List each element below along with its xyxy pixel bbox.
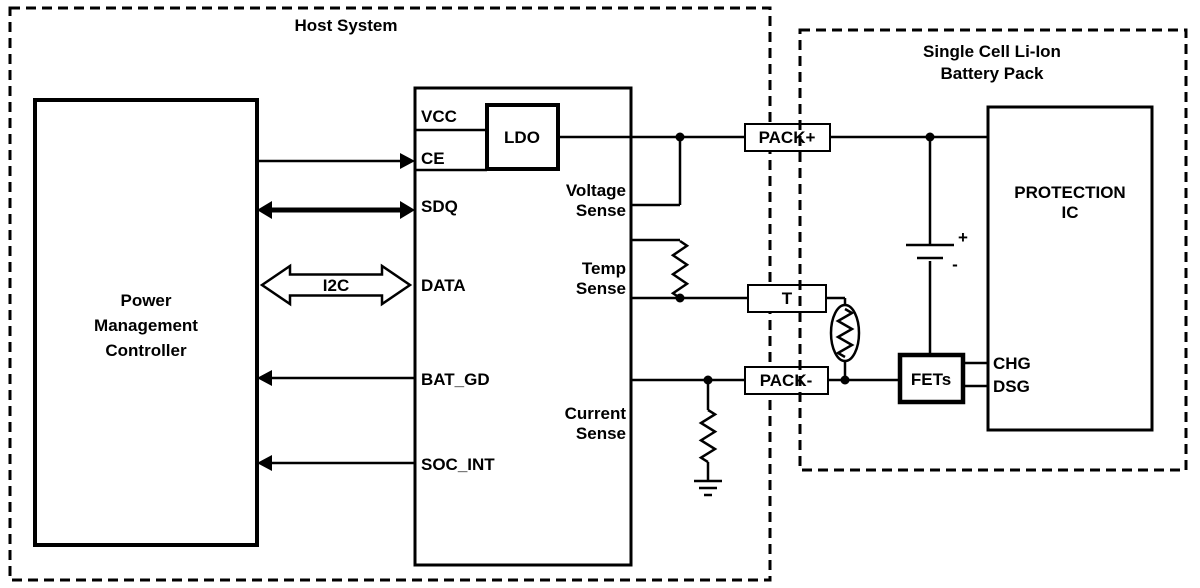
sdq-arrowhead-left bbox=[257, 201, 272, 219]
protection-ic-box bbox=[986, 105, 1154, 432]
bias-resistor-icon bbox=[670, 239, 690, 300]
ce-arrowhead bbox=[400, 153, 415, 169]
voltage-sense-label-line2: Sense bbox=[576, 201, 626, 220]
battery-pack-title-line2: Battery Pack bbox=[940, 64, 1044, 83]
thermistor-icon bbox=[829, 303, 861, 363]
junction-dot bbox=[703, 375, 713, 385]
cell-minus-label: - bbox=[952, 255, 958, 274]
pin-ce-label: CE bbox=[421, 149, 445, 168]
voltage-sense-label-line1: Voltage bbox=[566, 181, 626, 200]
pmc-label-line2: Management bbox=[94, 316, 198, 335]
pin-vcc-label: VCC bbox=[421, 107, 457, 126]
pin-sdq-label: SDQ bbox=[421, 197, 458, 216]
junction-dot bbox=[840, 375, 850, 385]
ce-arrow-icon bbox=[257, 153, 415, 169]
temp-terminal-label: T bbox=[782, 289, 793, 308]
pmc-box bbox=[33, 98, 259, 547]
pin-data-label: DATA bbox=[421, 276, 466, 295]
bat-gd-arrowhead bbox=[257, 370, 272, 386]
interconnect-wiring: PACK+ T PACK- bbox=[558, 123, 988, 497]
sdq-arrow-icon bbox=[257, 201, 415, 219]
pmc-label-line1: Power bbox=[120, 291, 171, 310]
temp-terminal-box bbox=[747, 284, 827, 313]
pin-chg-label: CHG bbox=[993, 354, 1031, 373]
pin-bat-gd-label: BAT_GD bbox=[421, 370, 490, 389]
thermistor-zigzag bbox=[835, 307, 855, 359]
ldo-label: LDO bbox=[504, 128, 540, 147]
pack-minus-label: PACK- bbox=[760, 371, 813, 390]
sdq-arrowhead-right bbox=[400, 201, 415, 219]
host-system-title: Host System bbox=[295, 16, 398, 35]
fets-block: FETs bbox=[897, 352, 966, 405]
pack-plus-terminal: PACK+ bbox=[744, 123, 831, 152]
protection-ic-label-line1: PROTECTION bbox=[1014, 183, 1125, 202]
battery-cell-icon: + - bbox=[906, 137, 968, 355]
temp-sense-label-line1: Temp bbox=[582, 259, 626, 278]
ldo-box bbox=[485, 103, 560, 171]
protection-ic-block: PROTECTION IC CHG DSG bbox=[986, 105, 1154, 432]
temp-sense-label-line2: Sense bbox=[576, 279, 626, 298]
battery-pack-boundary bbox=[798, 28, 1188, 472]
pin-dsg-label: DSG bbox=[993, 377, 1030, 396]
junction-dot bbox=[675, 293, 685, 303]
soc-int-arrow-icon bbox=[257, 455, 415, 471]
sense-resistor-icon bbox=[698, 408, 718, 464]
pmc-block: Power Management Controller bbox=[33, 98, 259, 547]
pmc-label-line3: Controller bbox=[105, 341, 187, 360]
pack-plus-label: PACK+ bbox=[759, 128, 816, 147]
temp-terminal: T bbox=[747, 284, 827, 313]
current-sense-label-line2: Sense bbox=[576, 424, 626, 443]
pack-minus-terminal: PACK- bbox=[744, 366, 829, 395]
fets-box bbox=[897, 352, 966, 405]
battery-pack-title-line1: Single Cell Li-Ion bbox=[923, 42, 1061, 61]
pin-soc-int-label: SOC_INT bbox=[421, 455, 495, 474]
i2c-bus-arrow-icon: I2C bbox=[259, 263, 413, 307]
gauge-block: VCC CE SDQ DATA BAT_GD SOC_INT LDO Volta… bbox=[413, 86, 633, 567]
i2c-double-arrow bbox=[259, 263, 413, 307]
battery-pack-group: Single Cell Li-Ion Battery Pack + - FETs… bbox=[798, 28, 1188, 472]
ground-icon bbox=[694, 479, 722, 497]
ldo-block: LDO bbox=[485, 103, 560, 171]
fets-label: FETs bbox=[911, 370, 951, 389]
pack-minus-box bbox=[744, 366, 829, 395]
pack-plus-box bbox=[744, 123, 831, 152]
soc-int-arrowhead bbox=[257, 455, 272, 471]
current-sense-label-line1: Current bbox=[565, 404, 627, 423]
i2c-bus-label: I2C bbox=[323, 276, 349, 295]
junction-dot bbox=[675, 132, 685, 142]
protection-ic-label-line2: IC bbox=[1062, 203, 1079, 222]
cell-plus-label: + bbox=[958, 228, 968, 247]
bat-gd-arrow-icon bbox=[257, 370, 415, 386]
host-system-group: Host System Power Management Controller … bbox=[8, 6, 772, 582]
